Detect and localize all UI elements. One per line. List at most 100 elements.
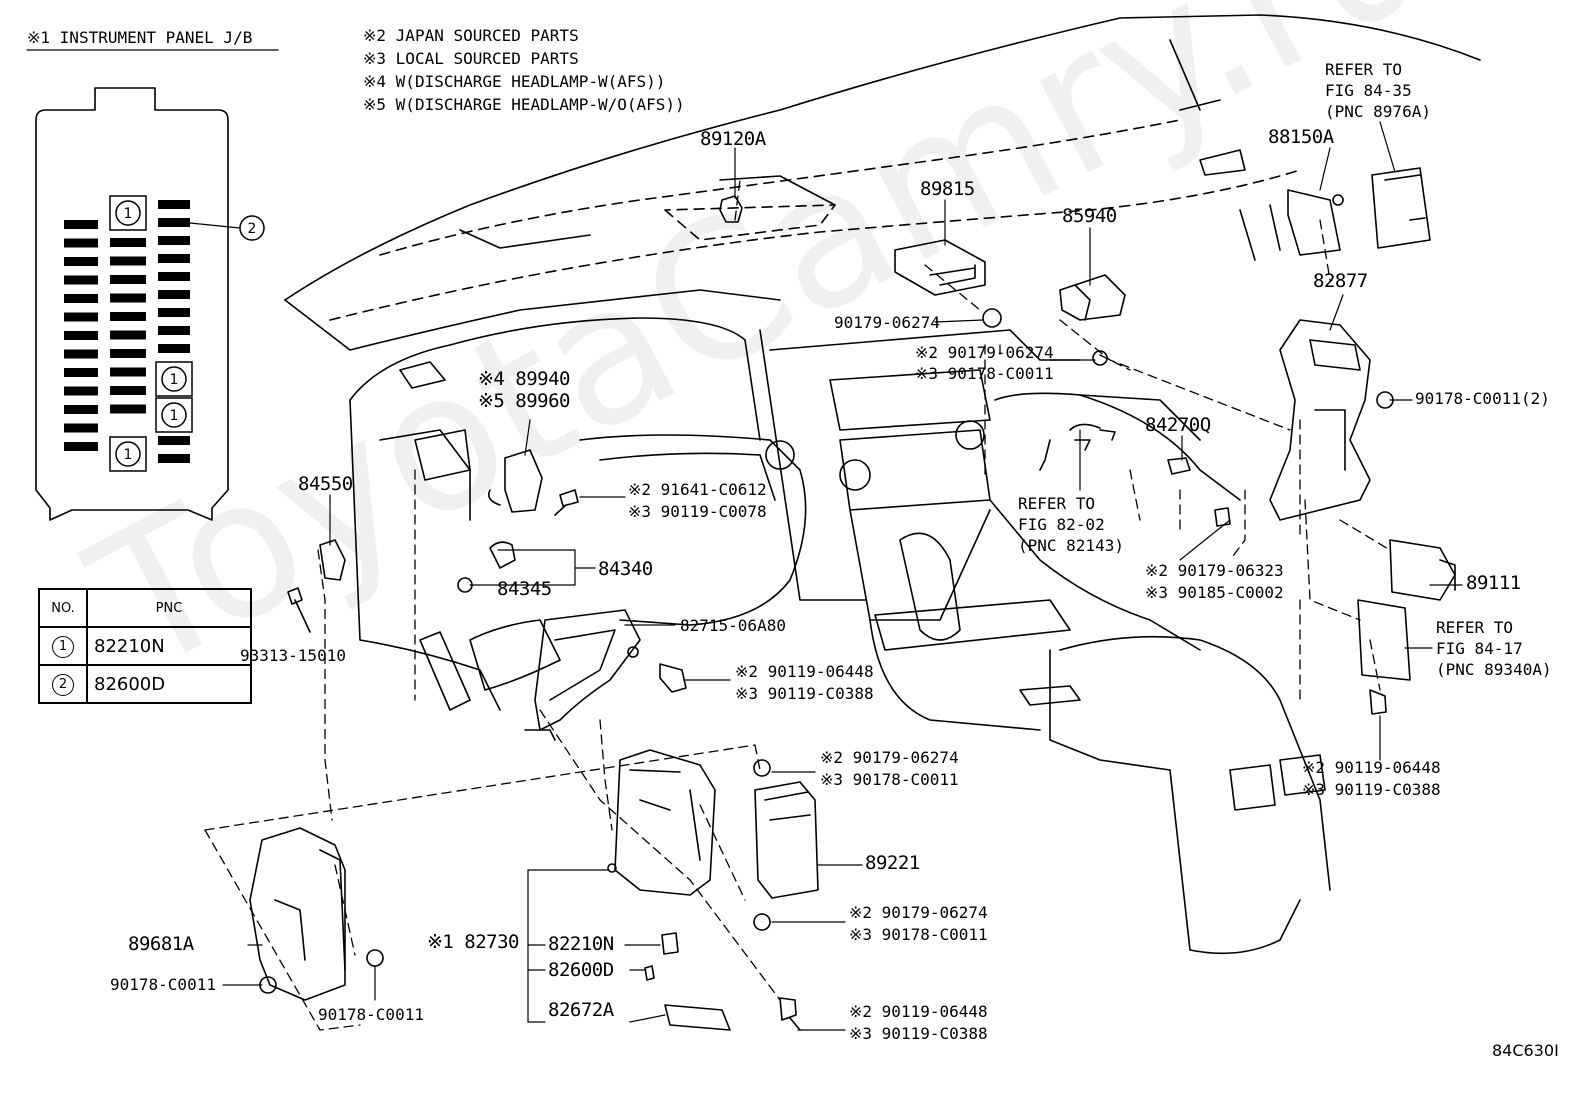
junction-box-outline <box>35 87 229 521</box>
ref-89340A-shape <box>1357 599 1411 681</box>
fuse-marker-1c: 1 <box>170 408 179 424</box>
fuse-bar <box>64 294 98 303</box>
label-82715-06A80: 82715-06A80 <box>680 616 786 635</box>
jb-fuse-array <box>64 200 190 463</box>
label-89960: ※5 89960 <box>478 390 571 412</box>
fuse-bar <box>64 442 98 451</box>
fuse-bar <box>158 218 190 227</box>
fuse-bar <box>64 386 98 396</box>
fuse-bar <box>110 404 146 414</box>
ref-fig-84-35-line2: FIG 84-35 <box>1325 81 1412 100</box>
label-89815: 89815 <box>920 178 975 200</box>
part-84340-shape <box>489 541 516 569</box>
fuse-bar <box>64 257 98 266</box>
label-91641-C0612: ※2 91641-C0612 <box>628 480 767 499</box>
label-84345: 84345 <box>497 578 552 600</box>
label-90178-C0011-d: ※3 90178-C0011 <box>849 925 988 944</box>
ref-8976A-shape <box>1371 167 1431 249</box>
part-82210N-shape <box>661 932 679 955</box>
part-89120A-shape <box>719 195 743 223</box>
ref-fig-84-17-line1: REFER TO <box>1436 618 1514 637</box>
fuse-bar <box>110 367 146 377</box>
part-89815-shape <box>894 239 986 296</box>
fuse-bar <box>158 436 190 445</box>
fuse-bar <box>64 405 98 414</box>
label-88150A: 88150A <box>1268 126 1334 148</box>
pnc-row1-value: 82210N <box>86 626 252 666</box>
label-90179-06274-b: ※2 90179-06274 <box>915 343 1054 362</box>
ref-82143-shape <box>1069 423 1116 451</box>
fuse-bar <box>158 308 190 317</box>
fuse-bar <box>64 331 98 340</box>
pnc-row2-value: 82600D <box>86 664 252 704</box>
label-90119-C0388-c: ※3 90119-C0388 <box>849 1024 988 1043</box>
fuse-marker-1a: 1 <box>124 206 133 222</box>
part-85940-shape <box>1059 274 1126 321</box>
part-89681A-shape <box>249 827 346 1001</box>
pnc-table: NO. PNC 1 82210N 2 82600D <box>38 588 252 704</box>
label-82600D: 82600D <box>548 959 614 981</box>
dashboard-outline <box>284 14 1481 301</box>
fuse-bar <box>110 275 146 284</box>
fuse-bar <box>64 238 98 248</box>
part-82730-shape <box>614 749 716 896</box>
fuse-bar <box>110 330 146 340</box>
fuse-bar <box>110 349 146 358</box>
fuse-bar <box>158 236 190 245</box>
ref-fig-84-35-line3: (PNC 8976A) <box>1325 102 1431 121</box>
part-84270Q-shape <box>1167 457 1191 475</box>
label-82730: ※1 82730 <box>427 931 520 953</box>
note-w-afs: ※4 W(DISCHARGE HEADLAMP-W(AFS)) <box>363 72 666 91</box>
label-90119-06448-b: ※2 90119-06448 <box>1302 758 1441 777</box>
label-89221: 89221 <box>865 852 920 874</box>
part-82715-shape <box>534 609 641 731</box>
ref-fig-84-35-line1: REFER TO <box>1325 60 1403 79</box>
fuse-bar <box>158 290 190 299</box>
part-89940-shape <box>504 449 543 513</box>
fuse-bar <box>110 293 146 303</box>
fuse-bar <box>110 312 146 321</box>
fuse-bar <box>158 326 190 335</box>
fuse-bar <box>64 368 98 377</box>
fuse-bar <box>64 312 98 322</box>
part-84550-shape <box>319 539 346 581</box>
label-89940: ※4 89940 <box>478 368 571 390</box>
part-82877-shape <box>1269 319 1371 521</box>
jb-title: ※1 INSTRUMENT PANEL J/B <box>27 28 253 47</box>
fuse-bar <box>64 220 98 229</box>
label-82877: 82877 <box>1313 270 1368 292</box>
part-89221-shape <box>754 781 819 899</box>
fuse-bar <box>158 200 190 209</box>
fuse-bar <box>110 238 146 247</box>
fuse-bar <box>158 344 190 353</box>
figure-id: 84C630I <box>1492 1041 1559 1060</box>
label-85940: 85940 <box>1062 205 1117 227</box>
fuse-bar <box>158 254 190 263</box>
part-93313-shape <box>287 587 311 633</box>
label-90178-C0011-2: 90178-C0011(2) <box>1415 389 1550 408</box>
label-90179-06274-a: 90179-06274 <box>834 313 940 332</box>
label-82210N: 82210N <box>548 933 614 955</box>
label-82672A: 82672A <box>548 999 614 1021</box>
label-90178-C0011-c: ※3 90178-C0011 <box>820 770 959 789</box>
part-82600D-shape <box>644 965 655 981</box>
label-84340: 84340 <box>598 558 653 580</box>
ref-fig-84-17-line2: FIG 84-17 <box>1436 639 1523 658</box>
label-90179-06323: ※2 90179-06323 <box>1145 561 1284 580</box>
label-89120A: 89120A <box>700 128 766 150</box>
label-90119-06448-a: ※2 90119-06448 <box>735 662 874 681</box>
label-90178-C0011-e: 90178-C0011 <box>110 975 216 994</box>
note-japan-sourced: ※2 JAPAN SOURCED PARTS <box>363 26 579 45</box>
fuse-bar <box>110 256 146 266</box>
ref-fig-82-02-line2: FIG 82-02 <box>1018 515 1105 534</box>
fuse-bar <box>64 423 98 433</box>
label-90178-C0011-b: ※3 90178-C0011 <box>915 364 1054 383</box>
pnc-header-no: NO. <box>38 588 88 628</box>
note-wo-afs: ※5 W(DISCHARGE HEADLAMP-W/O(AFS)) <box>363 95 685 114</box>
label-93313-15010: 93313-15010 <box>240 646 346 665</box>
fuse-bar <box>64 275 98 285</box>
part-82672A-shape <box>664 1004 731 1031</box>
label-90185-C0002: ※3 90185-C0002 <box>1145 583 1284 602</box>
part-90179-06323-shape <box>1214 507 1231 527</box>
